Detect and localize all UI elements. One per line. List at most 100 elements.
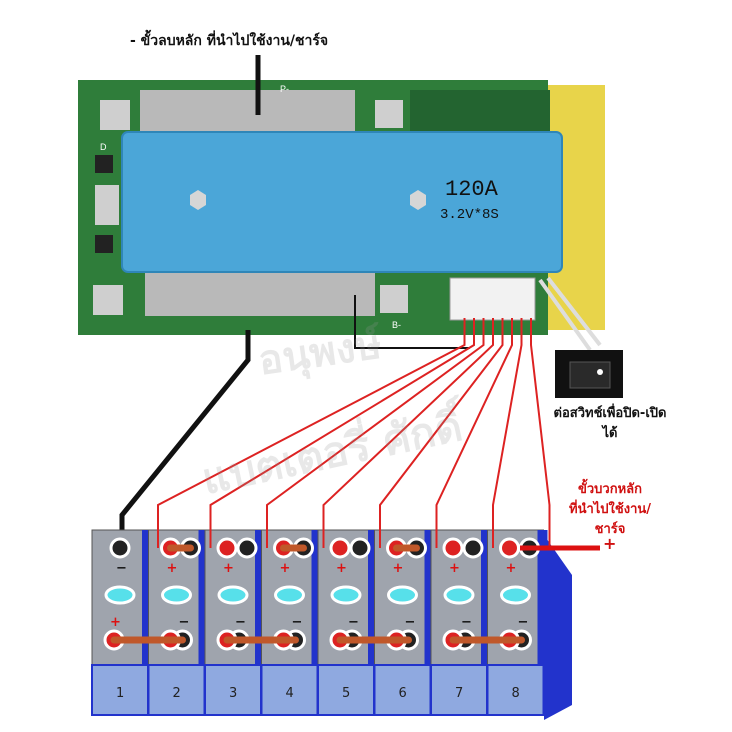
- cell-positive-terminal: [442, 537, 464, 559]
- balance-wires: [157, 318, 551, 548]
- cell-number: 7: [455, 686, 463, 701]
- board-spec: 3.2V*8S: [440, 207, 499, 223]
- heatsink-screw: [190, 190, 206, 210]
- battery-pack: −+1+−2+−3+−4+−5+−6+−7+−8: [91, 529, 572, 720]
- pack-side: [544, 535, 572, 720]
- balance-wire: [266, 318, 485, 548]
- cell-top-sign: +: [506, 561, 517, 576]
- cell-number: 2: [173, 686, 181, 701]
- battery-cell: + − 7: [430, 529, 491, 716]
- cell-bottom-sign: −: [518, 615, 529, 630]
- cell-side: [368, 530, 378, 715]
- cell-number: 6: [399, 686, 407, 701]
- switch-label-line2: ได้: [602, 426, 618, 441]
- pad-label-p: P-: [280, 84, 289, 94]
- pcb-button: [95, 155, 113, 173]
- balance-wire: [322, 318, 494, 548]
- cell-label-band: [486, 664, 545, 716]
- cell-top-sign: +: [223, 561, 234, 576]
- pcb-button: [95, 235, 113, 253]
- board-rating: 120A: [445, 177, 499, 202]
- cell-vent: [330, 585, 362, 605]
- balance-wire: [435, 318, 513, 548]
- cell-side: [255, 530, 265, 715]
- cell-bottom-sign: −: [292, 615, 303, 630]
- battery-cell: + − 4: [260, 529, 322, 716]
- cell-top-sign: +: [393, 561, 404, 576]
- cell-top-sign: +: [167, 561, 178, 576]
- cell-label-band: [430, 664, 488, 716]
- positive-plus-sign: +: [603, 534, 617, 553]
- heatsink-screw: [410, 190, 426, 210]
- switch-wire: [538, 276, 602, 352]
- cell-top-sign: +: [449, 561, 460, 576]
- cell-label-band: [147, 664, 206, 716]
- cell-vent: [217, 585, 249, 605]
- cell-side: [481, 530, 491, 715]
- switch-rocker: [569, 361, 611, 389]
- battery-cell: + − 3: [204, 529, 265, 716]
- cell-label-band: [373, 664, 432, 716]
- mounting-pad: [380, 285, 408, 313]
- battery-cell: +−8: [486, 529, 548, 716]
- heatsink: [121, 131, 563, 273]
- cell-number: 1: [116, 686, 124, 701]
- positive-terminal-label: ขั้วบวกหลัก ที่นำไปใช้งาน/ ชาร์จ: [540, 480, 680, 540]
- switch-label: ต่อสวิทช์เพื่อปิด-เปิด ได้: [540, 404, 680, 444]
- solder-strip-top: [140, 90, 355, 135]
- cell-negative-terminal: [109, 537, 131, 559]
- cell-bottom-sign: −: [235, 615, 246, 630]
- cell-label-band: [204, 664, 262, 716]
- cell-negative-terminal: [349, 537, 371, 559]
- cell-bottom-sign: −: [461, 615, 472, 630]
- b-minus-link: [354, 295, 470, 349]
- battery-cell: +−5: [317, 529, 378, 716]
- balance-wire: [530, 318, 551, 548]
- switch-on-dot: [597, 369, 603, 375]
- cell-top-sign: +: [336, 561, 347, 576]
- cell-number: 3: [229, 686, 237, 701]
- cell-negative-terminal: [462, 537, 484, 559]
- cell-side: [311, 530, 322, 715]
- cell-vent: [104, 585, 136, 605]
- balance-wire: [492, 318, 523, 548]
- balance-wire: [379, 318, 504, 548]
- cell-side: [198, 530, 209, 715]
- cell-bottom-sign: −: [348, 615, 359, 630]
- cell-vent: [387, 585, 418, 605]
- main-negative-cable: [119, 330, 251, 548]
- cell-vent: [500, 585, 531, 605]
- cell-bottom-sign: −: [405, 615, 416, 630]
- cell-negative-terminal: [236, 537, 258, 559]
- negative-terminal-label: - ขั้วลบหลัก ที่นำไปใช้งาน/ชาร์จ: [130, 33, 329, 49]
- cell-vent: [443, 585, 475, 605]
- positive-label-line1: ขั้วบวกหลัก: [577, 482, 643, 497]
- positive-label-line3: ชาร์จ: [594, 522, 626, 537]
- solder-strip-bottom: [145, 268, 375, 316]
- cell-positive-terminal: [216, 537, 238, 559]
- battery-cell: + − 2: [147, 529, 209, 716]
- battery-cell: − +1: [91, 529, 152, 716]
- pad-label-b: B-: [392, 320, 401, 330]
- positive-label-line2: ที่นำไปใช้งาน/: [569, 502, 651, 517]
- cell-side: [537, 530, 548, 715]
- cell-positive-terminal: [329, 537, 351, 559]
- cell-bottom-sign: −: [179, 615, 190, 630]
- mounting-pad: [375, 100, 403, 128]
- cell-vent: [274, 585, 305, 605]
- pad-d: [95, 185, 119, 225]
- mounting-pad: [93, 285, 123, 315]
- cell-number: 4: [286, 686, 294, 701]
- rocker-switch: [555, 350, 623, 398]
- battery-cell: + − 6: [373, 529, 435, 716]
- mounting-pad: [100, 100, 130, 130]
- balance-connector: [449, 277, 536, 321]
- cell-top-sign: +: [280, 561, 291, 576]
- cell-side: [424, 530, 435, 715]
- cell-bottom-sign: +: [110, 615, 121, 630]
- cell-label-band: [317, 664, 375, 716]
- cell-top-sign: −: [116, 561, 127, 576]
- cell-label-band: [91, 664, 149, 716]
- balance-wire: [209, 318, 475, 548]
